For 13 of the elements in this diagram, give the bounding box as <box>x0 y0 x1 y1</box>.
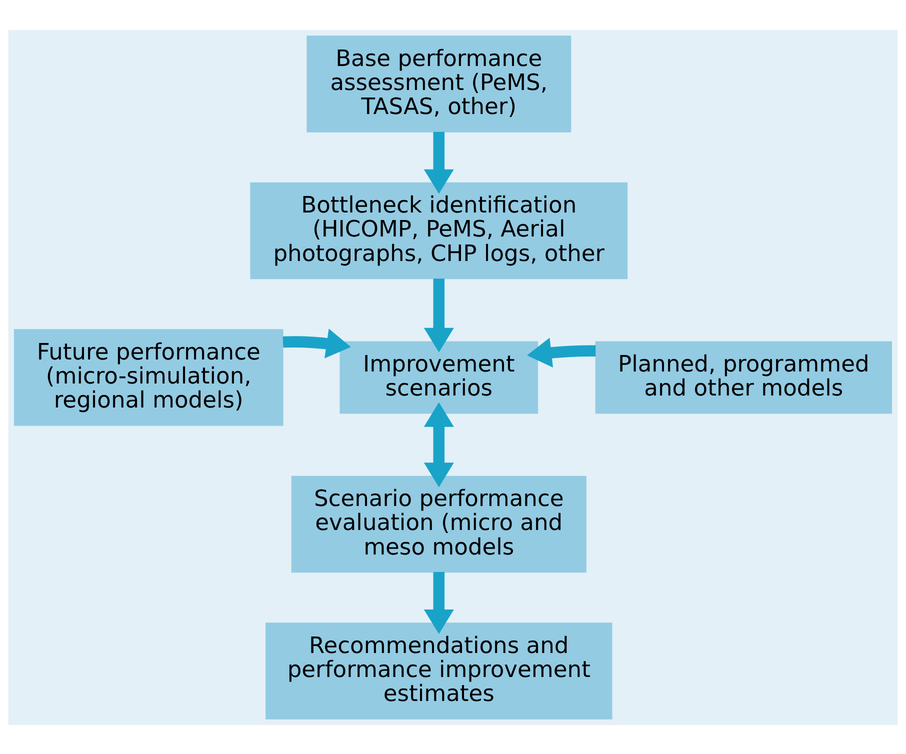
arrow <box>424 131 454 194</box>
arrow <box>424 402 454 487</box>
node-box: Planned, programmed and other models <box>595 340 892 414</box>
arrow <box>282 328 351 358</box>
node-box: Bottleneck identification (HICOMP, PeMS, Aerial photographs, CHP logs, other <box>250 182 628 279</box>
node-box: Base performance assessment (PeMS, TASAS, other) <box>306 35 572 132</box>
arrow <box>424 278 454 352</box>
arrow <box>424 572 454 634</box>
node-box: Future performance (micro-simulation, regional models) <box>14 328 284 426</box>
node-box: Improvement scenarios <box>340 340 538 414</box>
node-box: Recommendations and performance improvement estimates <box>266 622 612 719</box>
arrow <box>526 337 596 368</box>
node-box: Scenario performance evaluation (micro and meso models <box>291 475 586 572</box>
